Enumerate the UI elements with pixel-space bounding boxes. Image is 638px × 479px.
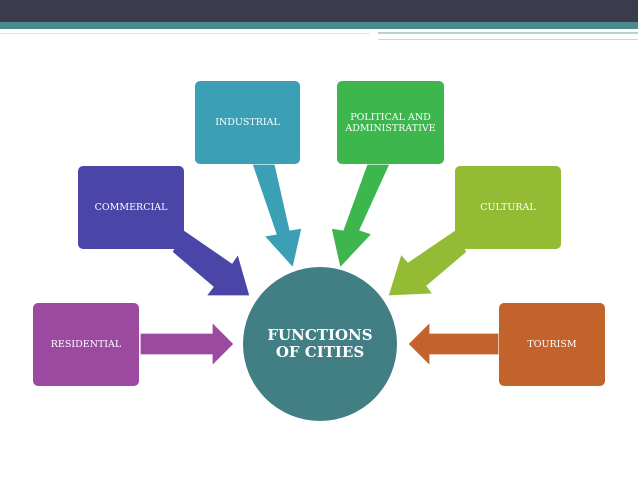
node-tourism-label: TOURISM: [527, 339, 577, 350]
arrow-tourism: [407, 320, 500, 368]
node-industrial-label: INDUSTRIAL: [215, 117, 280, 128]
header-bar: [0, 0, 638, 22]
node-cultural: CULTURAL: [455, 166, 561, 249]
node-political-label: POLITICAL AND ADMINISTRATIVE: [345, 111, 436, 134]
arrow-cultural: [387, 229, 468, 297]
node-tourism: TOURISM: [499, 303, 605, 386]
node-commercial: COMMERCIAL: [78, 166, 184, 249]
header-rule-right-2: [378, 39, 638, 40]
node-residential-label: RESIDENTIAL: [50, 339, 122, 350]
node-industrial: INDUSTRIAL: [195, 81, 300, 164]
node-residential: RESIDENTIAL: [33, 303, 139, 386]
node-political: POLITICAL AND ADMINISTRATIVE: [337, 81, 444, 164]
arrow-commercial: [171, 229, 251, 297]
node-cultural-label: CULTURAL: [480, 202, 536, 213]
arrow-political: [330, 163, 391, 270]
header-rule-right-1: [378, 32, 638, 34]
center-node-label: FUNCTIONS OF CITIES: [267, 326, 373, 361]
header-accent-bar: [0, 22, 638, 29]
header-rule-left: [0, 33, 370, 34]
arrow-industrial: [251, 163, 303, 270]
node-commercial-label: COMMERCIAL: [94, 202, 168, 213]
center-node: FUNCTIONS OF CITIES: [243, 267, 397, 421]
arrow-residential: [139, 320, 235, 368]
